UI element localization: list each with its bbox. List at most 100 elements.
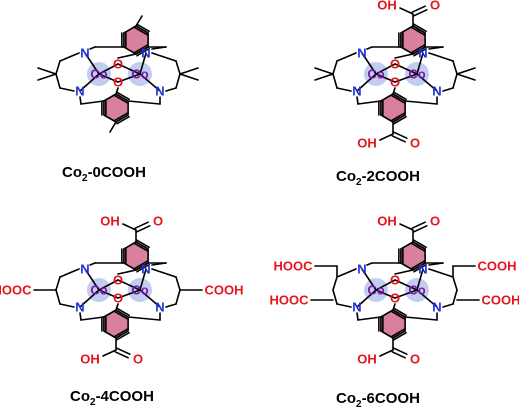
oxygen-atom: O [390, 291, 400, 306]
bond [375, 73, 396, 83]
bond [136, 263, 150, 273]
bond [356, 289, 377, 308]
nitrogen-atom: N [155, 300, 164, 315]
caption-prefix: Co [62, 164, 82, 181]
bond [375, 63, 396, 75]
bond [452, 276, 458, 291]
bond [134, 26, 148, 36]
bond [336, 52, 357, 62]
caption-subscript: 2 [356, 399, 362, 410]
bond [114, 328, 128, 338]
bond [452, 73, 458, 89]
bond [416, 73, 438, 92]
bond [356, 312, 359, 321]
bond [98, 63, 119, 75]
bond [136, 239, 150, 249]
bond [357, 100, 382, 105]
bond [336, 268, 357, 278]
nitrogen-atom: N [357, 262, 366, 277]
bond [79, 96, 82, 105]
bond [122, 223, 137, 231]
nitrogen-atom: N [80, 46, 89, 61]
carbonyl-oxygen: O [133, 352, 143, 367]
carboxyl-group: COOH [482, 293, 519, 308]
bond [127, 100, 161, 105]
bond [379, 133, 394, 141]
bond [428, 52, 454, 62]
bond [165, 87, 177, 92]
bond [117, 53, 137, 59]
hydroxyl-group: OH [100, 214, 120, 229]
carboxyl-group: HOOC [274, 259, 314, 274]
nitrogen-atom: N [418, 46, 427, 61]
carbonyl-oxygen: O [430, 214, 440, 229]
bond [391, 112, 405, 122]
bond [151, 52, 177, 62]
bond [394, 279, 418, 291]
bond [116, 347, 131, 355]
bond [117, 279, 141, 291]
bond [59, 303, 75, 308]
bond [115, 303, 119, 311]
bond [361, 52, 377, 75]
bond [98, 279, 119, 291]
bond [394, 63, 418, 75]
caption-suffix: -6COOH [361, 390, 420, 407]
bond [456, 67, 476, 75]
bond [361, 268, 377, 291]
bond [102, 349, 117, 357]
bond [55, 289, 61, 305]
bond [391, 328, 405, 338]
bond [366, 46, 373, 50]
oxygen-atom: O [113, 57, 123, 72]
bond [428, 268, 454, 278]
oxygen-atom: O [113, 273, 123, 288]
carboxyl-group: HOOC [270, 293, 310, 308]
bond [394, 73, 418, 83]
bond [314, 67, 334, 75]
bond [114, 310, 128, 320]
bond [55, 276, 61, 291]
bond [117, 289, 141, 299]
bond [394, 53, 414, 59]
bond [404, 316, 438, 321]
bond [151, 268, 177, 278]
bond [114, 94, 128, 104]
bond [37, 67, 57, 75]
bond [115, 87, 119, 95]
nitrogen-atom: N [352, 300, 361, 315]
bond [404, 100, 438, 105]
bond [375, 279, 396, 291]
bond [456, 73, 476, 81]
bond [391, 351, 406, 359]
bond [411, 44, 425, 54]
bond [139, 73, 161, 92]
bond [413, 23, 427, 33]
cobalt-atom: Co [408, 67, 425, 82]
bond [428, 262, 444, 266]
cobalt-atom: Co [131, 67, 148, 82]
bond [442, 87, 454, 92]
bond [175, 73, 181, 89]
bond [116, 115, 130, 125]
caption-subscript: 2 [90, 397, 96, 408]
bond [393, 331, 407, 341]
bond [375, 289, 396, 299]
oxygen-atom: O [113, 75, 123, 90]
bond [98, 73, 119, 83]
caption-co2-6cooh: Co2-6COOH [336, 390, 420, 410]
bond [136, 225, 151, 233]
oxygen-atom: O [390, 273, 400, 288]
bond [179, 67, 199, 75]
bond [109, 121, 117, 133]
nitrogen-atom: N [155, 84, 164, 99]
bond [135, 15, 143, 27]
nitrogen-atom: N [418, 262, 427, 277]
hydroxyl-group: OH [377, 0, 397, 13]
nitrogen-atom: N [75, 300, 84, 315]
caption-subscript: 2 [356, 177, 362, 188]
bond [139, 52, 147, 75]
hydroxyl-group: OH [377, 214, 397, 229]
